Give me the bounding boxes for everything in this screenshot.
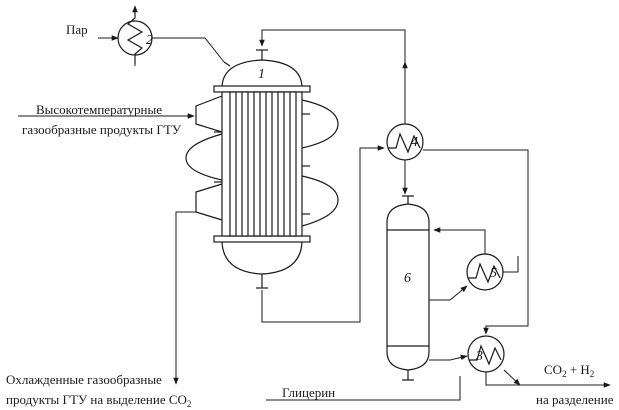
hot-gas-label-line1: Высокотемпературные (36, 102, 162, 117)
reactor-bottom-head (221, 239, 303, 275)
output-co2-h2-label: CO2 + H2 (544, 362, 594, 379)
unit-5-label: 5 (490, 266, 497, 281)
unit-3-label: 3 (475, 349, 483, 364)
heat-exchanger-3: 3 (467, 335, 505, 373)
reactor-flanges (214, 113, 310, 215)
to-separation-label: на разделение (536, 392, 614, 407)
reactor-1: 1 (185, 49, 339, 289)
right-header-top (301, 99, 339, 149)
reactor-tubes (229, 91, 297, 237)
bottom-tube-sheet (213, 235, 311, 243)
unit-2-label: 2 (146, 33, 153, 48)
heat-exchanger-2: 2 (117, 10, 153, 64)
top-tube-sheet (213, 85, 311, 93)
reactor-top-head (221, 59, 303, 89)
flow-lines (18, 5, 611, 401)
cooled-gas-label-line2: продукты ГТУ на выделение CO2 (6, 392, 191, 409)
unit-1-label: 1 (258, 67, 265, 82)
left-header-bottom (195, 183, 223, 221)
hot-gas-label-line2: газообразные продукты ГТУ (22, 122, 182, 137)
unit-6-label: 6 (404, 271, 411, 286)
cooled-gas-label-line1: Охлажденные газообразные (6, 372, 162, 387)
right-header-bottom (301, 175, 339, 227)
heat-exchanger-4: 4 (386, 123, 424, 161)
column-6: 6 (386, 195, 430, 381)
glycerin-label: Глицерин (282, 385, 335, 400)
heat-exchanger-5: 5 (466, 253, 504, 291)
left-header-top (195, 95, 223, 133)
left-header-mid (185, 133, 223, 181)
steam-label: Пар (66, 22, 88, 37)
unit-4-label: 4 (411, 135, 418, 150)
